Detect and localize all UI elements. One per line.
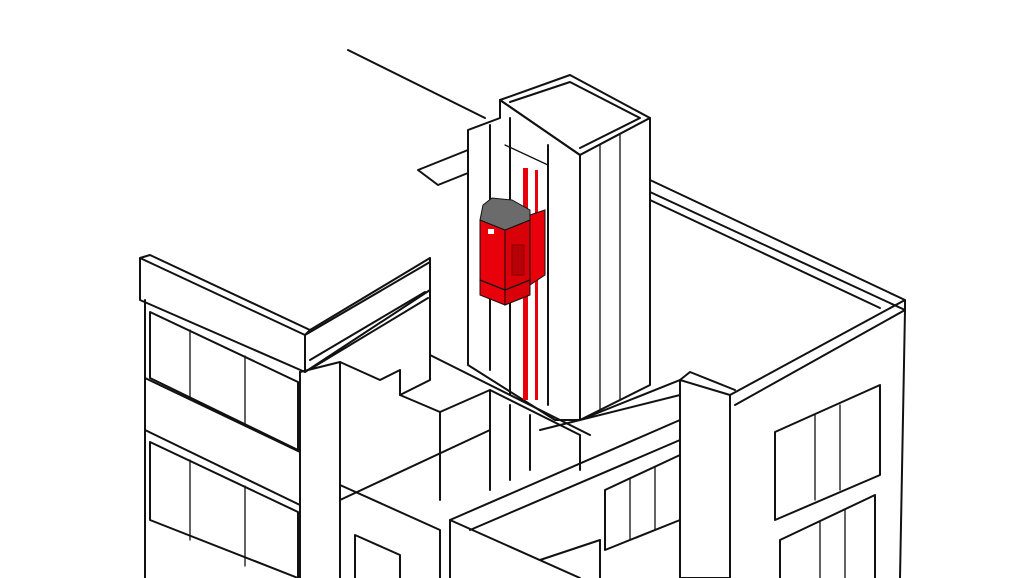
- elevator-car: [479, 168, 546, 400]
- lower-block: [449, 419, 681, 578]
- elevator-frame: [529, 209, 546, 286]
- elevator-roof: [479, 197, 531, 231]
- courtyard: [399, 354, 591, 501]
- elevator-window: [511, 244, 525, 276]
- right-building: [539, 179, 906, 578]
- elevator-label: [488, 229, 494, 234]
- roof-edge-lines: [347, 49, 486, 186]
- elevator-guide-rail: [535, 170, 538, 400]
- left-building: [139, 254, 491, 578]
